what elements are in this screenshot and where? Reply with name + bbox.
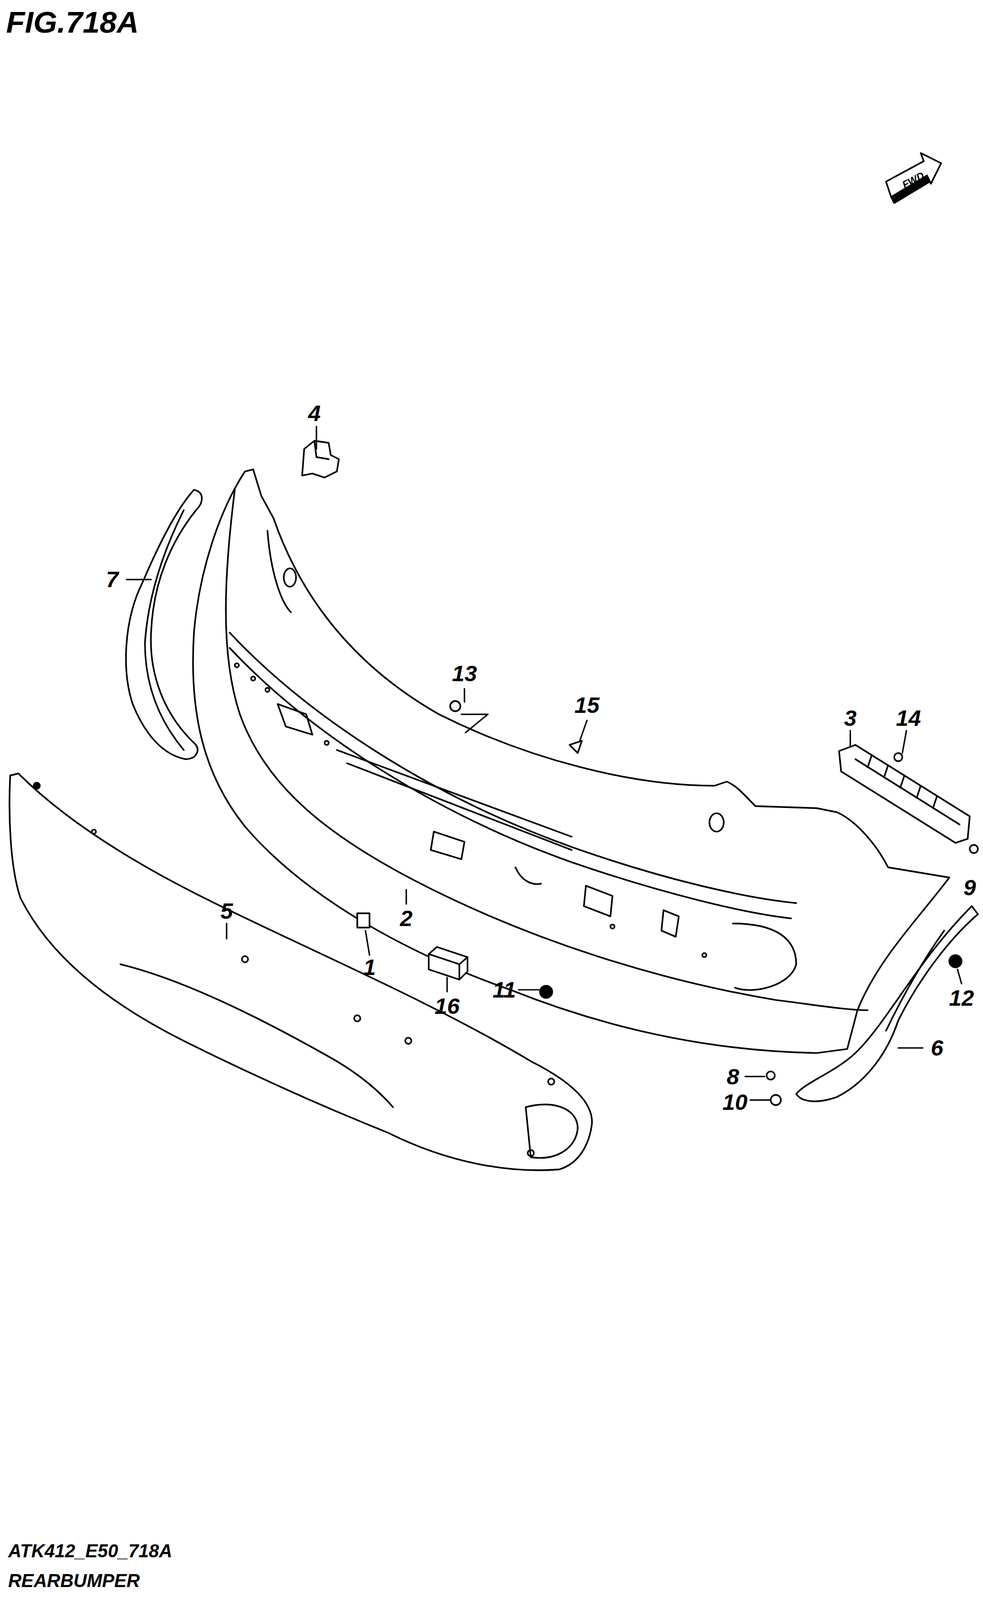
pad	[428, 947, 468, 981]
callout-number: 12	[948, 986, 974, 1010]
callout-number: 9	[963, 876, 976, 900]
callout-number: 15	[574, 693, 600, 717]
callout-number: 13	[451, 662, 477, 686]
clip	[302, 440, 340, 478]
plate	[357, 913, 370, 928]
lower-skirt	[9, 773, 593, 1171]
callout-number: 1	[363, 956, 376, 980]
side-strip-right	[796, 906, 978, 1103]
callout-number: 7	[106, 568, 119, 592]
callout-number: 2	[400, 907, 413, 931]
callout-number: 5	[220, 900, 233, 923]
side-strip-left	[125, 489, 202, 760]
callout-number: 14	[896, 707, 922, 730]
bracket	[838, 745, 970, 844]
figure-caption: REARBUMPER	[8, 1571, 140, 1590]
leader-lines	[126, 426, 962, 1101]
callout-number: 10	[722, 1091, 748, 1114]
callout-number: 6	[930, 1037, 944, 1060]
figure-title: FIG.718A	[6, 7, 139, 38]
callout-number: 4	[308, 401, 321, 425]
callout-number: 3	[844, 707, 857, 730]
fasteners	[449, 701, 978, 1106]
callout-number: 8	[726, 1065, 740, 1089]
callout-number: 11	[492, 978, 517, 1002]
drawing-code: ATK412_E50_718A	[8, 1542, 173, 1561]
callout-number: 16	[434, 995, 460, 1018]
fwd-arrow	[885, 153, 942, 204]
